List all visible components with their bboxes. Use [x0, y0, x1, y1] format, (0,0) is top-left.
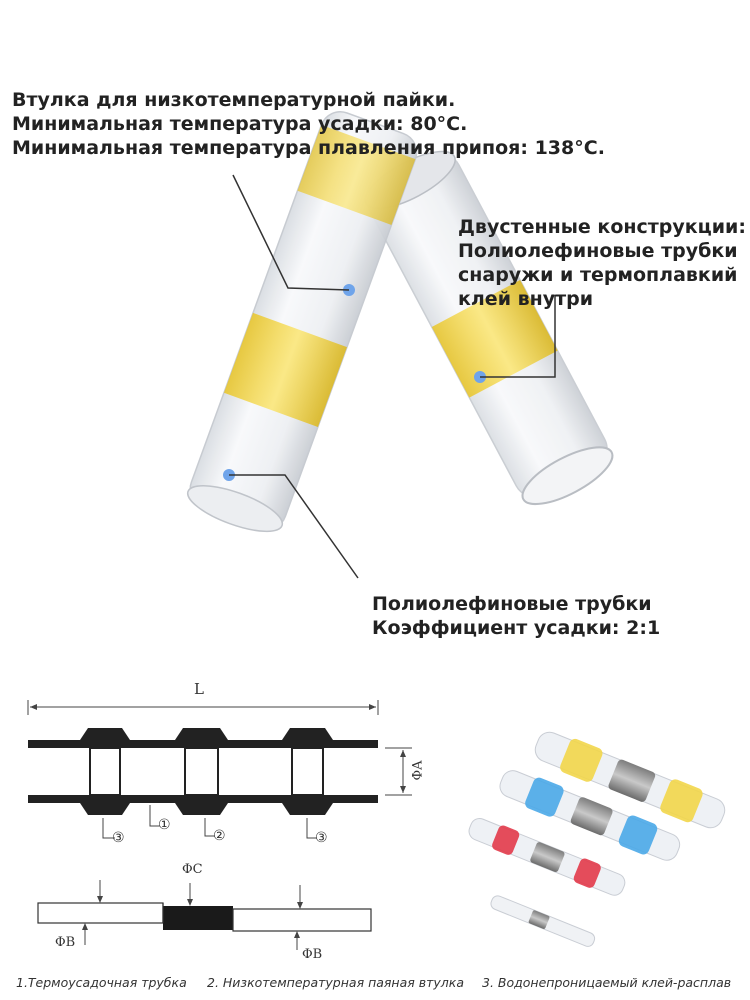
marker-1: ① — [158, 817, 171, 833]
length-label: L — [194, 680, 204, 698]
diameter-b-label-left: ΦB — [55, 935, 76, 950]
diameter-b-label-right: ΦB — [302, 947, 323, 962]
callout-top-line-3: Минимальная температура плавления припоя… — [12, 137, 605, 159]
product-photo — [468, 731, 726, 947]
callout-top-line-1: Втулка для низкотемпературной пайки. — [12, 89, 456, 111]
callout-right-line-3: снаружи и термоплавкий — [458, 264, 738, 286]
marker-2: ② — [213, 828, 226, 844]
leader-line-bottom — [229, 474, 359, 579]
marker-3-left: ③ — [112, 830, 125, 846]
callout-right-line-1: Двустенные конструкции: — [458, 216, 746, 238]
callout-top: Втулка для низкотемпературной пайки. Мин… — [12, 88, 605, 160]
leader-line-top — [232, 174, 350, 291]
diameter-a-label: ΦA — [410, 760, 426, 781]
callout-right-line-4: клей внутри — [458, 288, 594, 310]
legend-item-3: 3. Водонепроницаемый клей-расплав — [482, 975, 732, 990]
callout-bottom-line-1: Полиолефиновые трубки — [372, 593, 652, 615]
callout-top-line-2: Минимальная температура усадки: 80°C. — [12, 113, 468, 135]
marker-3-right: ③ — [315, 830, 328, 846]
callout-right: Двустенные конструкции: Полиолефиновые т… — [458, 215, 746, 311]
legend-item-1: 1.Термоусадочная трубка — [16, 975, 187, 990]
tube-left — [186, 111, 418, 533]
callout-bottom: Полиолефиновые трубки Коэффициент усадки… — [372, 592, 660, 640]
diameter-c-label: ΦC — [182, 862, 203, 877]
leader-line-right — [480, 295, 556, 378]
technical-drawing — [27, 700, 412, 950]
legend-item-2: 2. Низкотемпературная паяная втулка — [207, 975, 464, 990]
callout-right-line-2: Полиолефиновые трубки — [458, 240, 738, 262]
callout-bottom-line-2: Коэффициент усадки: 2:1 — [372, 617, 661, 639]
